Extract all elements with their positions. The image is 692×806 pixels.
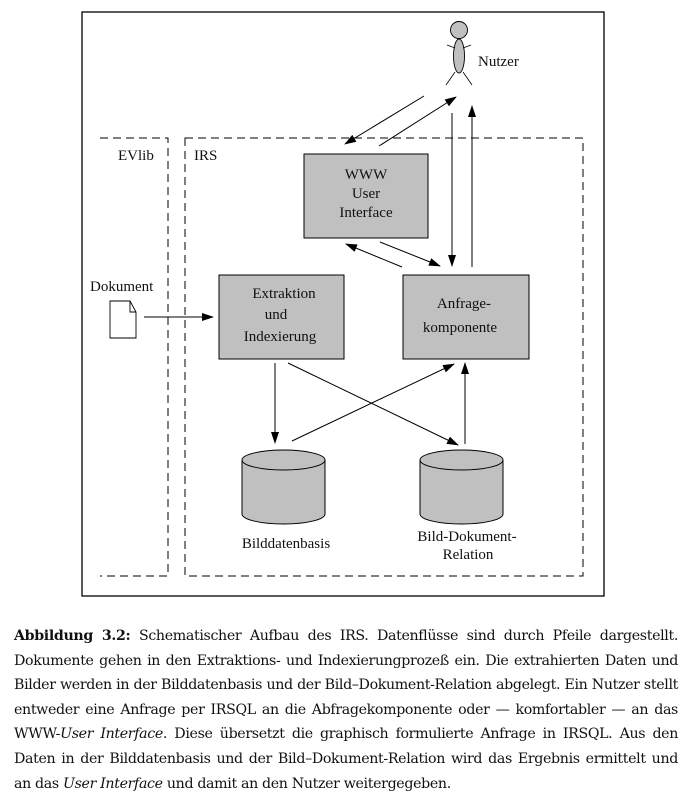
figure-frame <box>81 11 605 597</box>
anfrage-line-1: Anfrage- <box>437 296 491 312</box>
relation-label-line-1: Bild-Dokument- <box>417 529 516 545</box>
extraktion-line-2: und <box>265 307 288 323</box>
caption-text-2: . Diese übersetzt die graphisch formulie… <box>14 726 679 792</box>
arrow-www-ui-to-anfrage <box>379 241 441 267</box>
evlib-label: EVlib <box>118 148 154 164</box>
irs-region <box>184 137 584 577</box>
www-ui-line-3: Interface <box>339 205 393 221</box>
extraktion-line-1: Extraktion <box>252 286 316 302</box>
caption-text-3: und damit an den Nutzer weitergegeben. <box>162 775 451 792</box>
document-icon <box>109 300 137 339</box>
anfragekomponente-box: Anfrage- komponente <box>402 274 530 360</box>
arrow-nutzer-to-www-ui <box>344 95 425 145</box>
bild-dokument-relation-database-icon <box>419 449 504 525</box>
stick-figure-icon <box>445 21 473 86</box>
irs-architecture-diagram: EVlib IRS Nutzer Dokument WWW User Inter… <box>81 11 605 597</box>
caption-emphasis-user-interface-2: User Interface <box>63 775 163 792</box>
extraktion-line-3: Indexierung <box>244 329 317 345</box>
arrow-www-ui-to-nutzer <box>378 96 457 147</box>
bilddatenbasis-label: Bilddatenbasis <box>242 536 330 552</box>
irs-label: IRS <box>194 148 217 164</box>
www-ui-line-1: WWW <box>345 167 388 183</box>
extraktion-indexierung-box: Extraktion und Indexierung <box>218 274 345 360</box>
evlib-region <box>100 137 169 577</box>
www-ui-line-2: User <box>352 186 380 202</box>
dokument-label: Dokument <box>90 279 154 295</box>
arrow-bilddatenbasis-to-anfrage <box>291 363 455 442</box>
www-user-interface-box: WWW User Interface <box>303 153 429 239</box>
caption-emphasis-user-interface-1: User Interface <box>60 726 163 743</box>
caption-text-1: Schematischer Aufbau des IRS. Datenflüss… <box>14 628 678 743</box>
anfrage-line-2: komponente <box>423 320 497 336</box>
bilddatenbasis-database-icon <box>241 449 326 525</box>
nutzer-label: Nutzer <box>478 54 519 70</box>
arrow-anfrage-to-www-ui <box>345 243 403 268</box>
caption-label: Abbildung 3.2: <box>14 628 131 644</box>
arrow-extraktion-to-relation <box>287 362 459 446</box>
relation-label-line-2: Relation <box>443 547 494 563</box>
figure-caption: Abbildung 3.2: Schematischer Aufbau des … <box>14 624 678 796</box>
